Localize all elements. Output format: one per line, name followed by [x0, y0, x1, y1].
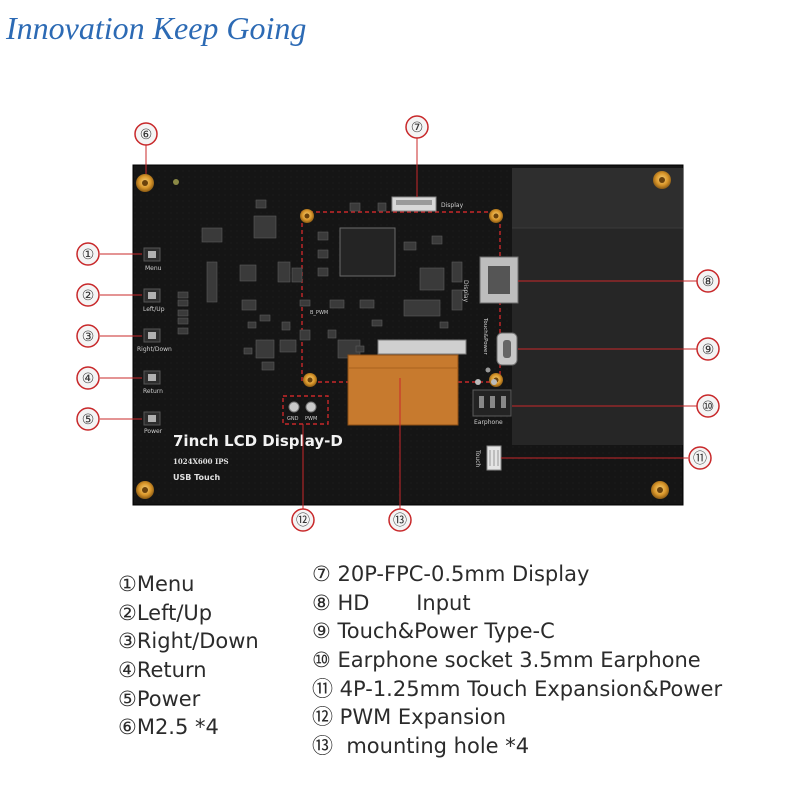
standoff-top-left — [136, 174, 154, 192]
marker-11: ⑪ — [688, 446, 712, 470]
svg-text:⑨: ⑨ — [702, 342, 715, 358]
legend-item-menu: ①Menu — [118, 572, 195, 596]
marker-6: ⑥ — [134, 122, 158, 146]
marker-2: ② — [76, 283, 100, 307]
silk-hdmi: Display — [462, 280, 469, 303]
silk-left-up: Left/Up — [143, 306, 165, 313]
panel-fpc-connector — [377, 339, 467, 355]
board-resolution: 1024X600 IPS — [173, 457, 229, 466]
components-center — [317, 202, 463, 359]
svg-text:③: ③ — [82, 329, 95, 345]
legend-item-touch-expansion: ⑪ 4P-1.25mm Touch Expansion&Power — [312, 676, 723, 701]
svg-text:⑪: ⑪ — [693, 451, 707, 467]
board-interface: USB Touch — [173, 473, 220, 482]
silk-touchpower: Touch&Power — [482, 317, 488, 355]
legend-item-earphone: ⑩ Earphone socket 3.5mm Earphone — [312, 648, 701, 673]
legend-item-typec: ⑨ Touch&Power Type-C — [312, 619, 555, 644]
button-power — [143, 411, 161, 426]
silk-bpwm: B_PWM — [310, 310, 328, 316]
panel-tape — [512, 168, 683, 228]
legend-item-m25: ⑥M2.5 *4 — [118, 715, 219, 740]
svg-text:⑩: ⑩ — [702, 399, 715, 415]
legend-item-mounting-hole: ⑬ mounting hole *4 — [312, 734, 530, 759]
svg-text:⑤: ⑤ — [82, 412, 95, 428]
panel-fpc-cable — [348, 355, 458, 425]
silk-pwm: PWM — [305, 416, 317, 422]
svg-text:⑧: ⑧ — [702, 274, 715, 290]
legend-item-pwm: ⑫ PWM Expansion — [312, 705, 507, 730]
silk-right-down: Right/Down — [137, 346, 172, 353]
standoff-bottom-right — [651, 481, 669, 499]
board-title: 7inch LCD Display-D — [173, 432, 343, 450]
legend-item-fpc-display: ⑦ 20P-FPC-0.5mm Display — [312, 562, 590, 586]
silk-earphone: Earphone — [474, 419, 503, 426]
legend-item-power: ⑤Power — [118, 686, 201, 711]
legend-left: ①Menu ②Left/Up ③Right/Down ④Return ⑤Powe… — [118, 570, 259, 742]
svg-text:①: ① — [82, 247, 95, 263]
silk-return: Return — [143, 388, 163, 395]
legend-right: ⑦ 20P-FPC-0.5mm Display ⑧ HD Input ⑨ Tou… — [312, 560, 722, 761]
mounting-hole-3 — [303, 373, 317, 387]
marker-10: ⑩ — [696, 394, 720, 418]
marker-8: ⑧ — [696, 269, 720, 293]
silk-display: Display — [441, 202, 464, 209]
mounting-hole-1 — [300, 209, 314, 223]
marker-12: ⑫ — [291, 508, 315, 532]
button-menu — [143, 247, 161, 262]
svg-text:⑦: ⑦ — [411, 120, 424, 136]
button-left-up — [143, 288, 161, 303]
silk-power: Power — [144, 428, 163, 435]
legend-item-right-down: ③Right/Down — [118, 629, 259, 654]
mounting-hole-2 — [489, 209, 503, 223]
main-chip — [339, 227, 396, 277]
marker-7: ⑦ — [405, 115, 429, 139]
legend-item-return: ④Return — [118, 658, 207, 683]
silk-gnd: GND — [287, 416, 299, 422]
components-left — [177, 199, 311, 371]
svg-text:⑫: ⑫ — [296, 513, 310, 529]
silk-touch: Touch — [474, 449, 481, 467]
legend-item-hd-input: ⑧ HD Input — [312, 590, 471, 615]
standoff-bottom-left — [136, 481, 154, 499]
pwm-pads — [288, 401, 317, 413]
svg-text:⑬: ⑬ — [393, 513, 407, 529]
legend-item-left-up: ②Left/Up — [118, 600, 213, 625]
marker-5: ⑤ — [76, 407, 100, 431]
svg-text:④: ④ — [82, 371, 95, 387]
marker-1: ① — [76, 242, 100, 266]
svg-text:②: ② — [82, 288, 95, 304]
standoff-top-right — [653, 171, 671, 189]
button-right-down — [143, 328, 161, 343]
silk-menu: Menu — [145, 265, 162, 272]
svg-text:⑥: ⑥ — [140, 127, 153, 143]
pwm-dashed-outline — [282, 395, 329, 425]
marker-4: ④ — [76, 366, 100, 390]
marker-13: ⑬ — [388, 508, 412, 532]
panel-back — [512, 168, 683, 445]
leader-lines — [100, 138, 697, 509]
marker-3: ③ — [76, 324, 100, 348]
button-return — [143, 370, 161, 385]
slogan: Innovation Keep Going — [6, 10, 307, 46]
marker-9: ⑨ — [696, 337, 720, 361]
